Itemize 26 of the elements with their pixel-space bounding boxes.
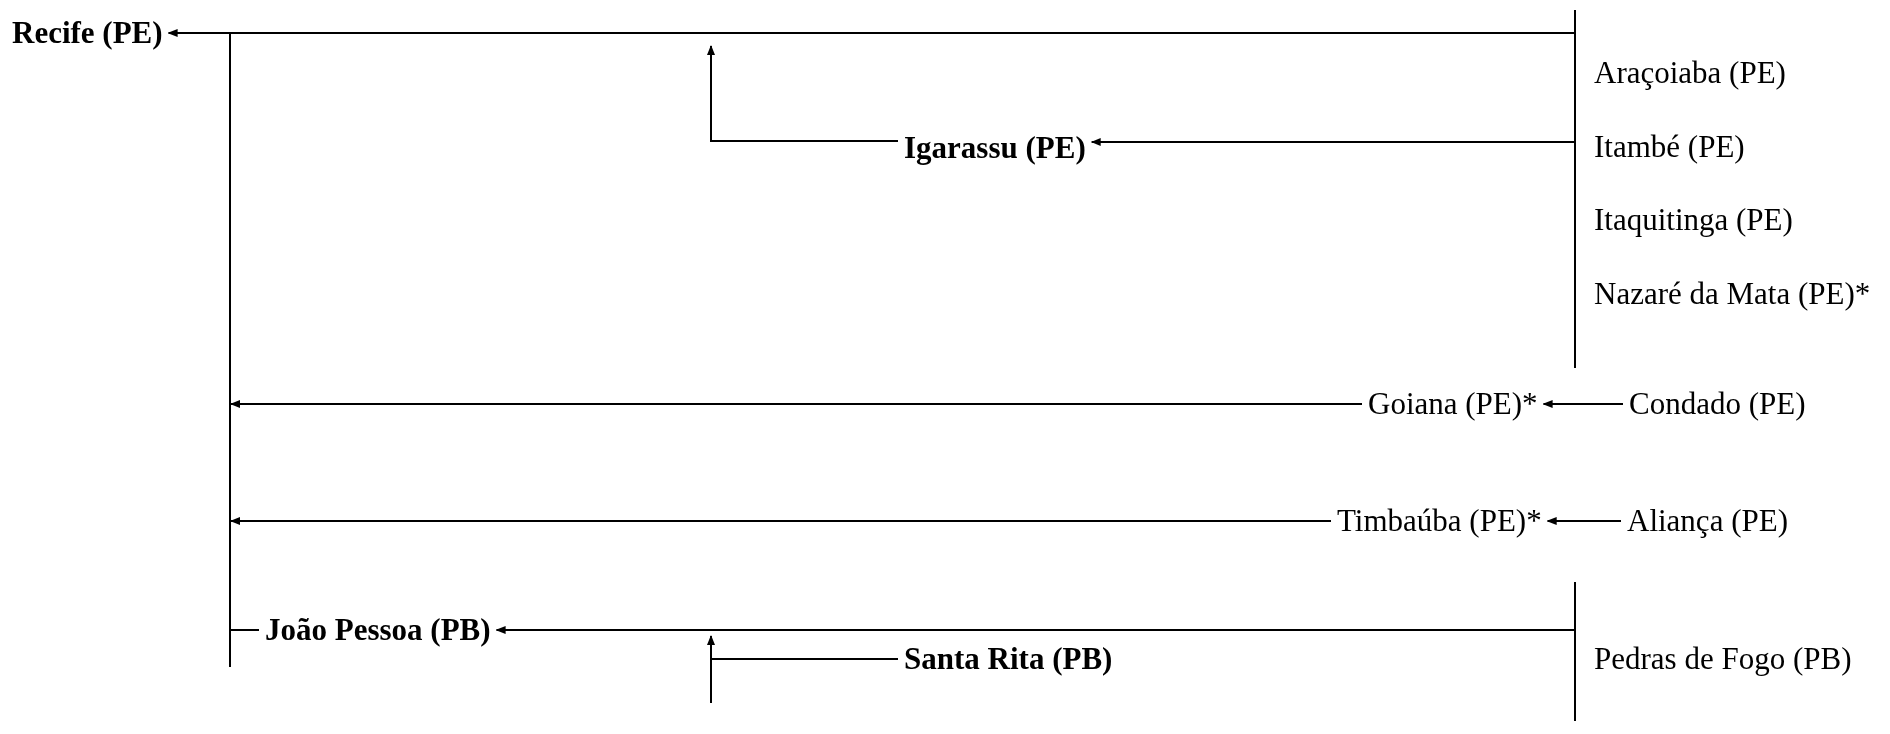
arrow xyxy=(707,635,899,660)
arrow xyxy=(495,626,1575,634)
connector-line xyxy=(230,629,260,631)
city-name: Recife (PE) xyxy=(6,16,169,50)
arrow xyxy=(230,400,1363,408)
city-label: Pedras de Fogo (PB) xyxy=(1594,642,1852,676)
city-name: João Pessoa (PB) xyxy=(259,613,497,647)
city-label: Itaquitinga (PE) xyxy=(1594,203,1793,237)
arrow xyxy=(707,45,899,142)
city-name: Goiana (PE)* xyxy=(1362,387,1544,421)
city-label: Araçoiaba (PE) xyxy=(1594,56,1786,90)
city-name: Aliança (PE) xyxy=(1621,504,1794,538)
bracket-line xyxy=(1574,582,1576,721)
city-label: Nazaré da Mata (PE)* xyxy=(1594,277,1871,311)
city-name: Igarassu (PE) xyxy=(898,131,1092,165)
arrow xyxy=(1542,400,1624,408)
arrow xyxy=(1546,517,1622,525)
city-name: Condado (PE) xyxy=(1623,387,1812,421)
arrow xyxy=(1090,138,1575,146)
bracket-line xyxy=(229,33,231,667)
arrow xyxy=(167,29,1575,37)
bracket-line xyxy=(1574,10,1576,368)
city-name: Santa Rita (PB) xyxy=(898,642,1119,676)
city-name: Timbaúba (PE)* xyxy=(1331,504,1548,538)
arrow xyxy=(230,517,1332,525)
city-label: Itambé (PE) xyxy=(1594,130,1745,164)
